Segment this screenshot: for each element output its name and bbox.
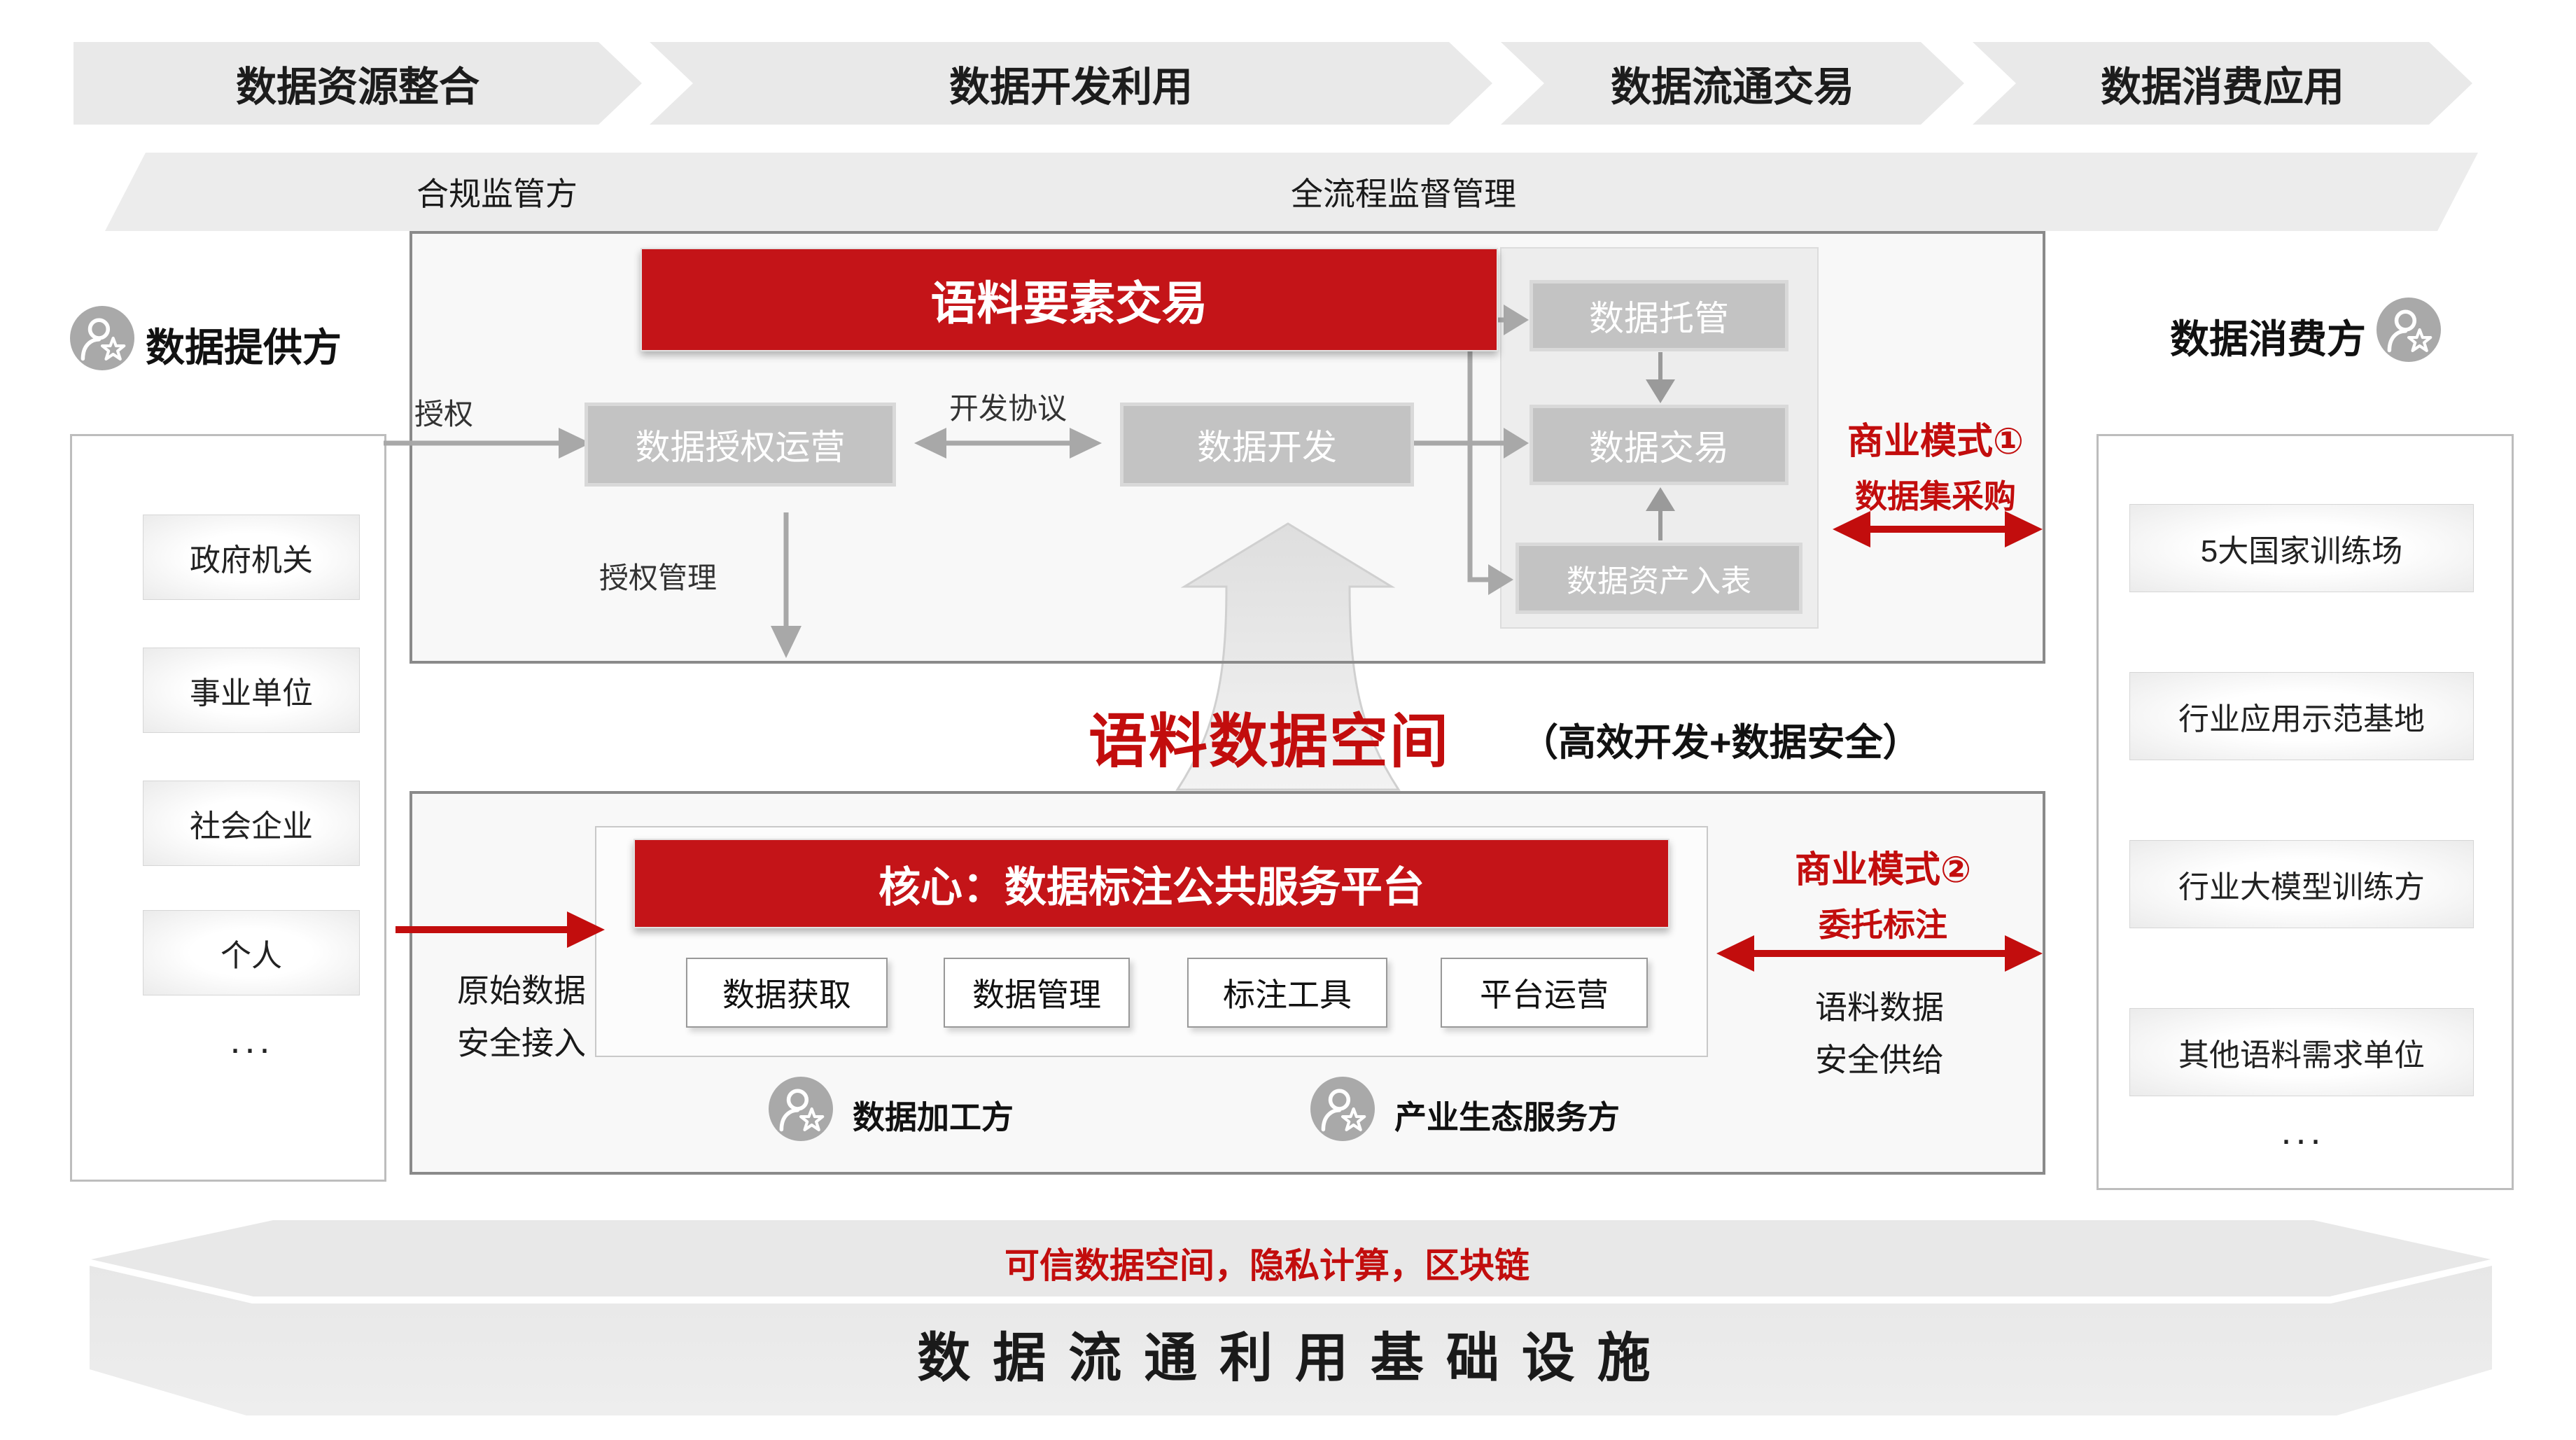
infrastructure-tech-label: 可信数据空间，隐私计算，区块链 xyxy=(1004,1246,1530,1285)
raw-data-access-note: 原始数据 安全接入 xyxy=(416,965,626,1069)
annotation-banner: 核心：数据标注公共服务平台 xyxy=(634,839,1670,928)
corpus-supply-note: 语料数据 安全供给 xyxy=(1774,981,1984,1086)
provider-item-ellipsis: ... xyxy=(230,1019,274,1061)
node-data-hosting: 数据托管 xyxy=(1530,280,1788,351)
flow-banner-label: 数据流通交易 xyxy=(1610,64,1854,110)
business-model-1: 商业模式① 数据集采购 xyxy=(1820,412,2051,517)
authorize-label: 授权 xyxy=(414,398,474,431)
raw-data-access-line1: 原始数据 xyxy=(457,972,586,1009)
ecosystem-service-label: 产业生态服务方 xyxy=(1394,1099,1620,1135)
node-label: 数据托管 xyxy=(1589,299,1729,338)
annotation-banner-label: 核心：数据标注公共服务平台 xyxy=(878,863,1424,911)
supervision-banner: 合规监管方 全流程监督管理 xyxy=(105,153,2478,231)
business-model-2-subtitle: 委托标注 xyxy=(1819,907,1947,943)
node-data-asset-entry: 数据资产入表 xyxy=(1516,543,1802,614)
consumer-person-icon xyxy=(2376,298,2441,365)
provider-person-icon xyxy=(70,306,134,374)
compliance-supervisor-label: 合规监管方 xyxy=(416,176,578,212)
flow-banner-label: 数据资源整合 xyxy=(235,64,479,110)
flow-banner-data-development: 数据开发利用 xyxy=(650,42,1492,125)
node-label: 数据开发 xyxy=(1197,428,1337,467)
node-label: 数据授权运营 xyxy=(635,428,846,467)
consumer-item: 5大国家训练场 xyxy=(2129,504,2474,592)
provider-title: 数据提供方 xyxy=(146,326,342,370)
flow-banner-data-consumption: 数据消费应用 xyxy=(1973,42,2472,125)
corpus-supply-line2: 安全供给 xyxy=(1815,1041,1944,1078)
infrastructure-title: 数据流通利用基础设施 xyxy=(917,1329,1673,1388)
flow-banner-data-integration: 数据资源整合 xyxy=(74,42,642,125)
node-label: 数据资产入表 xyxy=(1567,564,1751,599)
provider-item: 政府机关 xyxy=(143,515,360,600)
flow-banner-label: 数据消费应用 xyxy=(2100,64,2344,110)
module-annotation-tools: 标注工具 xyxy=(1187,958,1387,1028)
dev-agreement-label: 开发协议 xyxy=(948,392,1067,425)
data-space-title: 语料数据空间 xyxy=(1088,708,1450,774)
module-platform-operation: 平台运营 xyxy=(1441,958,1648,1028)
consumer-title: 数据消费方 xyxy=(2170,317,2366,361)
consumer-item: 其他语料需求单位 xyxy=(2129,1008,2474,1096)
trading-banner-label: 语料要素交易 xyxy=(930,277,1208,329)
node-data-auth-operation: 数据授权运营 xyxy=(584,403,896,487)
module-label: 标注工具 xyxy=(1223,977,1352,1013)
processor-person-icon xyxy=(769,1077,833,1145)
consumer-item: 行业大模型训练方 xyxy=(2129,840,2474,928)
node-data-trading: 数据交易 xyxy=(1530,405,1788,485)
business-model-1-subtitle: 数据集采购 xyxy=(1855,478,2016,515)
consumer-item: 行业应用示范基地 xyxy=(2129,672,2474,760)
trading-banner: 语料要素交易 xyxy=(640,248,1498,351)
module-data-management: 数据管理 xyxy=(944,958,1130,1028)
flow-banner-data-circulation: 数据流通交易 xyxy=(1501,42,1964,125)
node-label: 数据交易 xyxy=(1589,428,1729,468)
business-model-1-title: 商业模式① xyxy=(1847,421,2024,462)
node-data-development: 数据开发 xyxy=(1120,403,1414,487)
auth-mgmt-label: 授权管理 xyxy=(599,561,718,594)
full-process-supervision-label: 全流程监督管理 xyxy=(1291,176,1516,212)
module-data-acquisition: 数据获取 xyxy=(686,958,888,1028)
module-label: 数据管理 xyxy=(972,977,1101,1013)
raw-data-access-line2: 安全接入 xyxy=(457,1024,586,1061)
corpus-supply-line1: 语料数据 xyxy=(1815,989,1944,1026)
module-label: 数据获取 xyxy=(722,977,851,1013)
consumer-item-ellipsis: ... xyxy=(2281,1110,2325,1152)
business-model-2: 商业模式② 委托标注 xyxy=(1757,840,2009,946)
provider-item: 事业单位 xyxy=(143,648,360,733)
data-space-subtitle: （高效开发+数据安全） xyxy=(1520,722,1921,764)
data-processor-label: 数据加工方 xyxy=(853,1099,1014,1135)
ecosystem-person-icon xyxy=(1310,1077,1375,1145)
module-label: 平台运营 xyxy=(1480,977,1609,1013)
business-model-2-title: 商业模式② xyxy=(1794,850,1972,890)
provider-item: 个人 xyxy=(143,910,360,995)
flow-banner-label: 数据开发利用 xyxy=(948,64,1193,110)
provider-item: 社会企业 xyxy=(143,781,360,866)
